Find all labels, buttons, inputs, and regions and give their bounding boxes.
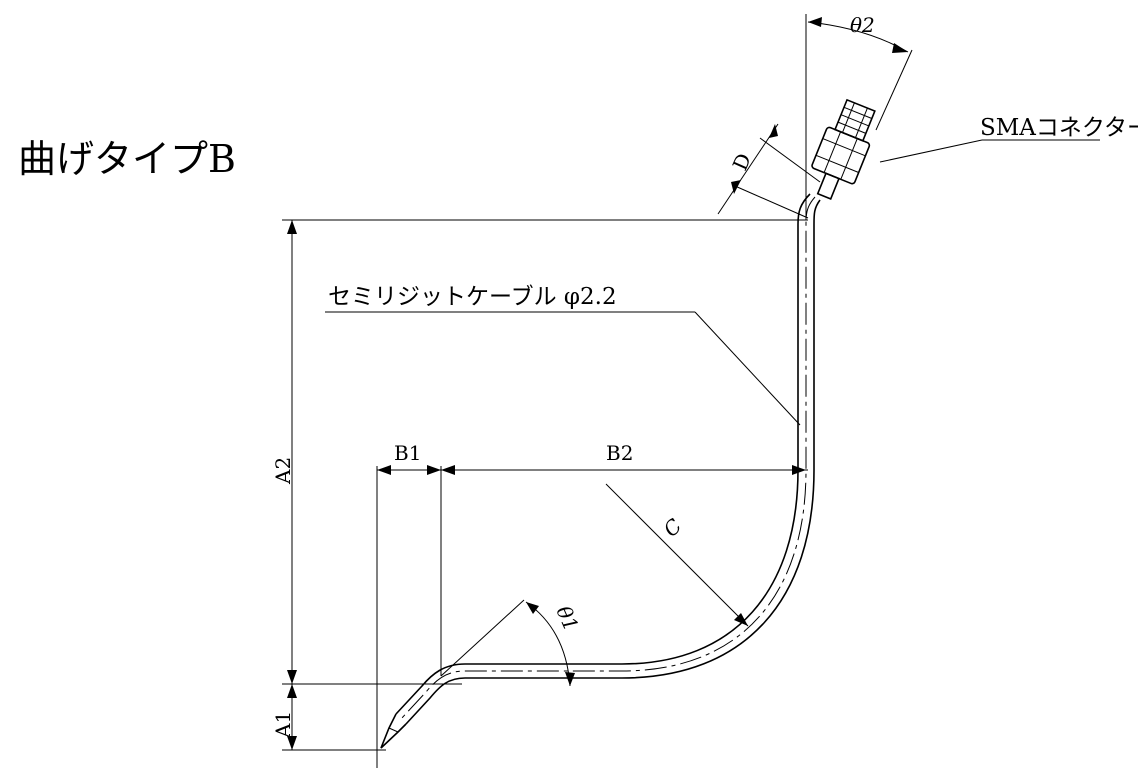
cable-label: セミリジットケーブル φ2.2 — [328, 284, 617, 310]
d-label: D — [728, 150, 756, 174]
connector-hex-nut — [811, 126, 871, 185]
connector-label: SMAコネクター — [980, 115, 1138, 141]
cable-centerline — [400, 196, 816, 720]
a1-label: A1 — [271, 711, 295, 739]
theta1-dimension: θ1 — [440, 599, 583, 687]
cable-inner-wall — [395, 193, 811, 715]
c-dimension: C — [605, 483, 749, 627]
b-dimensions: B1 B2 — [376, 441, 808, 768]
cable-leader: セミリジットケーブル φ2.2 — [325, 284, 801, 426]
connector-leader: SMAコネクター — [879, 115, 1138, 163]
semi-rigid-cable — [380, 193, 821, 749]
theta2-dimension: θ2 — [805, 13, 913, 220]
drawing-title: 曲げタイプB — [18, 137, 236, 181]
cable-outer-wall — [405, 199, 821, 725]
b1-label: B1 — [394, 441, 421, 465]
a2-dimension: A2 — [271, 219, 808, 684]
a1-dimension: A1 — [271, 683, 462, 751]
sma-connector — [811, 98, 876, 201]
theta2-label: θ2 — [850, 13, 875, 37]
c-label: C — [659, 514, 687, 542]
b2-label: B2 — [606, 441, 633, 465]
a2-label: A2 — [271, 457, 295, 485]
d-dimension: D — [717, 123, 821, 219]
cable-tip-line — [388, 727, 399, 733]
cable-tip — [380, 713, 407, 749]
theta1-label: θ1 — [551, 602, 583, 634]
